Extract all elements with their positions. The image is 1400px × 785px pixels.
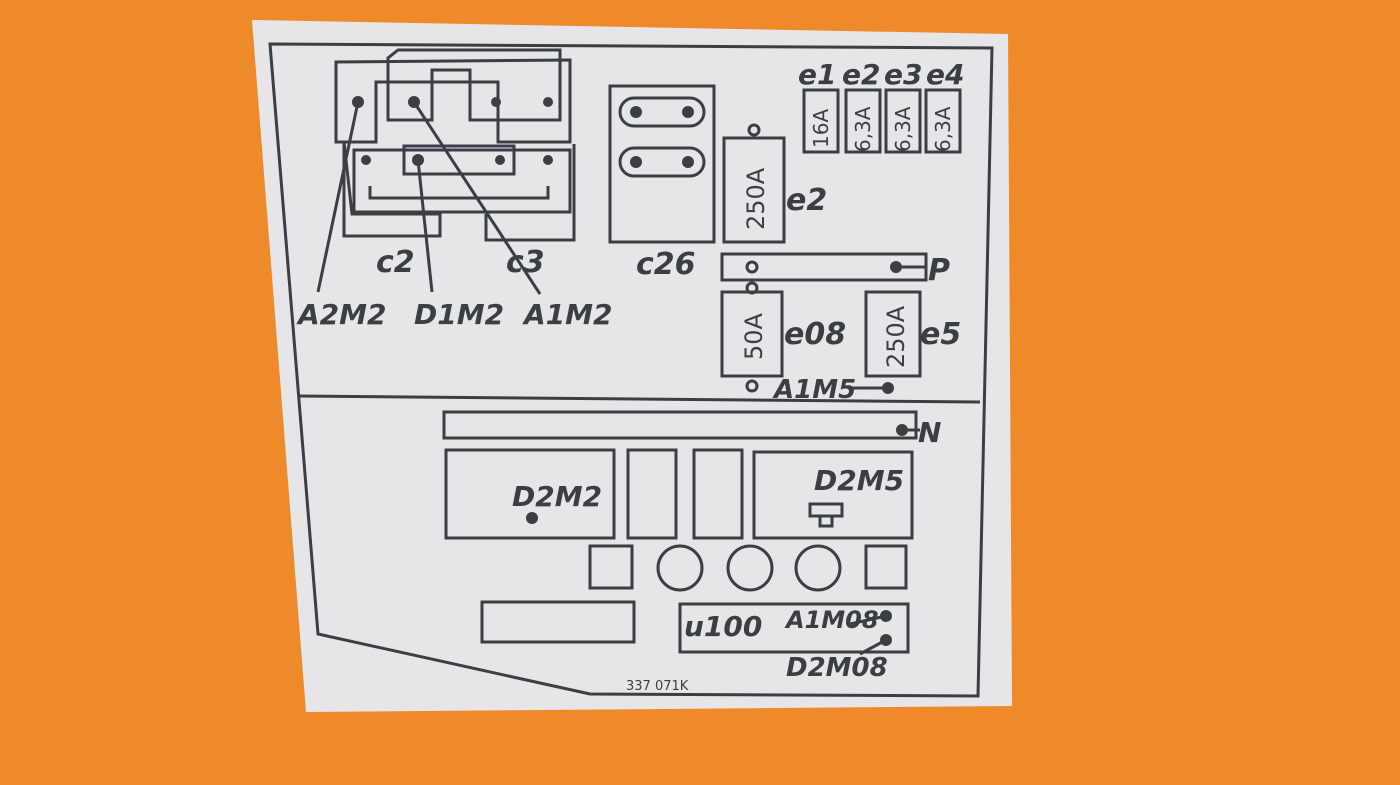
terminal-a1m08-label: A1M08 bbox=[784, 606, 879, 634]
fuse-e5-id: e5 bbox=[920, 317, 961, 352]
fuse-e2-small-rating: 6,3A bbox=[851, 106, 875, 152]
fuse-e4-rating: 6,3A bbox=[931, 106, 955, 152]
relay-c26-dot-3 bbox=[630, 156, 642, 168]
relay-c26-contact-top bbox=[618, 96, 706, 128]
terminal-strip-block bbox=[480, 600, 636, 644]
terminal-a2m2-label: A2M2 bbox=[296, 298, 387, 331]
terminal-dot-a1m2 bbox=[408, 96, 420, 108]
terminal-d2m5-label: D2M5 bbox=[814, 464, 904, 497]
socket-round-3 bbox=[794, 544, 842, 592]
socket-square-left bbox=[588, 544, 634, 590]
module-slot-2 bbox=[692, 448, 744, 540]
leader-d1m2 bbox=[416, 159, 434, 293]
section-divider bbox=[297, 394, 981, 404]
busbar-n bbox=[442, 410, 918, 440]
module-slot-1 bbox=[626, 448, 678, 540]
wiring-label-sticker: c2 c3 c26 A2M2 D1M2 A1M2 e1 e2 e3 e4 e2 … bbox=[252, 20, 1012, 712]
module-d2m5-connector-stem bbox=[818, 514, 834, 528]
fuse-e3-rating: 6,3A bbox=[891, 106, 915, 152]
busbar-n-label: N bbox=[918, 416, 941, 449]
relay-contact-bar bbox=[402, 144, 516, 176]
socket-square-right bbox=[864, 544, 908, 590]
relay-c26-contact-bottom bbox=[618, 146, 706, 178]
leader-a2m2 bbox=[316, 101, 360, 293]
terminal-dot-d2m2 bbox=[526, 512, 538, 524]
terminal-a1m5-label: A1M5 bbox=[772, 375, 856, 405]
relay-coil-right bbox=[484, 144, 576, 242]
busbar-n-terminal bbox=[896, 424, 908, 436]
fuse-e1-rating: 16A bbox=[809, 109, 833, 148]
terminal-d1m2-label: D1M2 bbox=[414, 298, 504, 331]
fuse-e2-large-terminal bbox=[747, 123, 761, 137]
relay-contact-dot-4 bbox=[543, 97, 553, 107]
relay-c26-body bbox=[608, 84, 716, 244]
relay-c2-c3-symbol bbox=[334, 48, 576, 242]
busbar-p-terminal-right bbox=[890, 261, 902, 273]
fuse-e2-large-symbol bbox=[722, 136, 786, 244]
terminal-dot-d2m08 bbox=[880, 634, 892, 646]
relay-c26-dot-2 bbox=[682, 106, 694, 118]
relay-c26-label: c26 bbox=[636, 247, 696, 282]
fuse-e4-id: e4 bbox=[926, 58, 964, 91]
relay-c26-dot-4 bbox=[682, 156, 694, 168]
module-d2m5-block bbox=[752, 450, 914, 540]
relay-contact-dot-7 bbox=[543, 155, 553, 165]
leader-a1m2 bbox=[412, 101, 542, 295]
leader-a1m08 bbox=[849, 614, 887, 626]
busbar-p-terminal-left bbox=[745, 260, 759, 274]
relay-c2-label: c2 bbox=[376, 245, 415, 280]
fuse-e4-symbol bbox=[924, 88, 962, 154]
fuse-e3-symbol bbox=[884, 88, 922, 154]
relay-coil-left bbox=[342, 141, 442, 238]
fuse-e08-terminal-top bbox=[745, 281, 759, 295]
terminal-dot-a1m5 bbox=[882, 382, 894, 394]
relay-base-plate bbox=[352, 148, 572, 214]
relay-contact-outline-b bbox=[386, 48, 562, 122]
terminal-d2m2-label: D2M2 bbox=[512, 480, 602, 513]
fuse-e2-large-rating: 250A bbox=[742, 167, 770, 230]
module-d2m2-block bbox=[444, 448, 616, 540]
label-outer-frame bbox=[268, 42, 994, 698]
fuse-e1-symbol bbox=[802, 88, 840, 154]
relay-c26-symbol bbox=[608, 84, 716, 244]
fuse-e1-id: e1 bbox=[798, 58, 836, 91]
fuse-e2-large-id: e2 bbox=[786, 183, 827, 218]
fuse-e3-id: e3 bbox=[884, 58, 922, 91]
relay-contact-dot-3 bbox=[491, 97, 501, 107]
fuse-e5-symbol bbox=[864, 290, 922, 378]
part-number: 337 071K bbox=[626, 679, 689, 694]
fuse-e2-small-symbol bbox=[844, 88, 882, 154]
terminal-dot-d1m2 bbox=[412, 154, 424, 166]
relay-yoke bbox=[368, 186, 550, 200]
relay-c26-dot-1 bbox=[630, 106, 642, 118]
terminal-a1m2-label: A1M2 bbox=[522, 298, 613, 331]
fuse-e5-rating: 250A bbox=[882, 305, 910, 368]
fuse-e08-rating: 50A bbox=[740, 312, 768, 360]
relay-contact-dot-6 bbox=[495, 155, 505, 165]
socket-round-2 bbox=[726, 544, 774, 592]
socket-round-1 bbox=[656, 544, 704, 592]
terminal-d2m08-label: D2M08 bbox=[786, 653, 888, 683]
terminal-dot-a1m08 bbox=[880, 610, 892, 622]
module-u100-block bbox=[678, 602, 910, 654]
terminal-dot-a2m2 bbox=[352, 96, 364, 108]
fuse-e2-small-id: e2 bbox=[842, 58, 880, 91]
relay-c3-label: c3 bbox=[506, 245, 545, 280]
relay-contact-dot-5 bbox=[361, 155, 371, 165]
fuse-e08-id: e08 bbox=[784, 317, 846, 352]
module-u100-label: u100 bbox=[684, 610, 762, 643]
fuse-e08-terminal-bottom bbox=[745, 379, 759, 393]
busbar-p-label: P bbox=[928, 253, 950, 288]
